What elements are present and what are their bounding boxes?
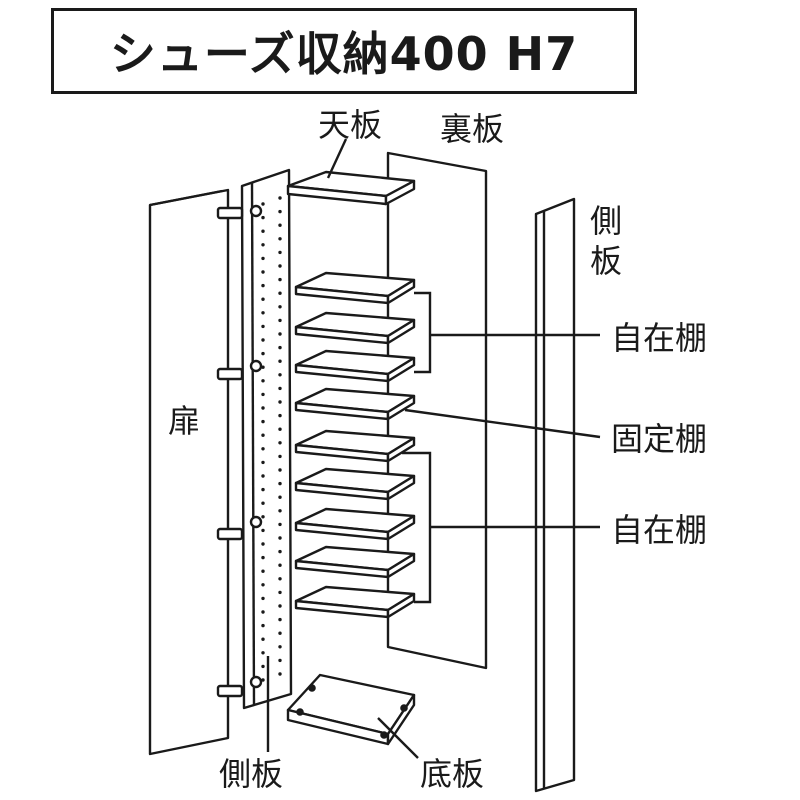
label-adjustable-shelf-lower: 自在棚 [611, 511, 707, 549]
shelf-4 [294, 387, 416, 421]
diagram-title: シューズ収納400 H7 [109, 27, 579, 81]
bottom-board-panel [286, 673, 416, 746]
side-board-left-panel [240, 168, 293, 710]
door-panel [148, 188, 230, 756]
bracket-upper [414, 291, 432, 374]
label-door: 扉 [168, 402, 200, 440]
side-board-right-panel [534, 197, 576, 793]
top-board-panel [286, 170, 416, 206]
label-bottom-board: 底板 [420, 755, 484, 793]
label-back-board: 裏板 [440, 110, 504, 148]
shelf-3 [294, 349, 416, 383]
shelves [294, 271, 416, 619]
shelf-pin-holes [261, 196, 282, 682]
shelf-8 [294, 545, 416, 579]
label-side-board-right-1: 側 [590, 202, 622, 240]
hinge-2 [216, 359, 263, 381]
shelf-7 [294, 507, 416, 541]
hinge-4 [216, 675, 263, 698]
label-adjustable-shelf-upper: 自在棚 [611, 319, 707, 357]
leader-lines [266, 138, 601, 759]
shelf-5 [294, 429, 416, 463]
label-side-board-right-2: 板 [590, 242, 622, 280]
label-fixed-shelf: 固定棚 [611, 420, 707, 458]
hinge-1 [216, 204, 263, 220]
label-side-board-bottom: 側板 [219, 755, 283, 793]
shelf-2 [294, 311, 416, 345]
shelf-6 [294, 467, 416, 501]
shelf-1 [294, 271, 416, 305]
label-top-board: 天板 [318, 106, 382, 144]
shelf-9 [294, 585, 416, 619]
hinge-3 [216, 515, 263, 541]
title-box: シューズ収納400 H7 [51, 8, 637, 94]
